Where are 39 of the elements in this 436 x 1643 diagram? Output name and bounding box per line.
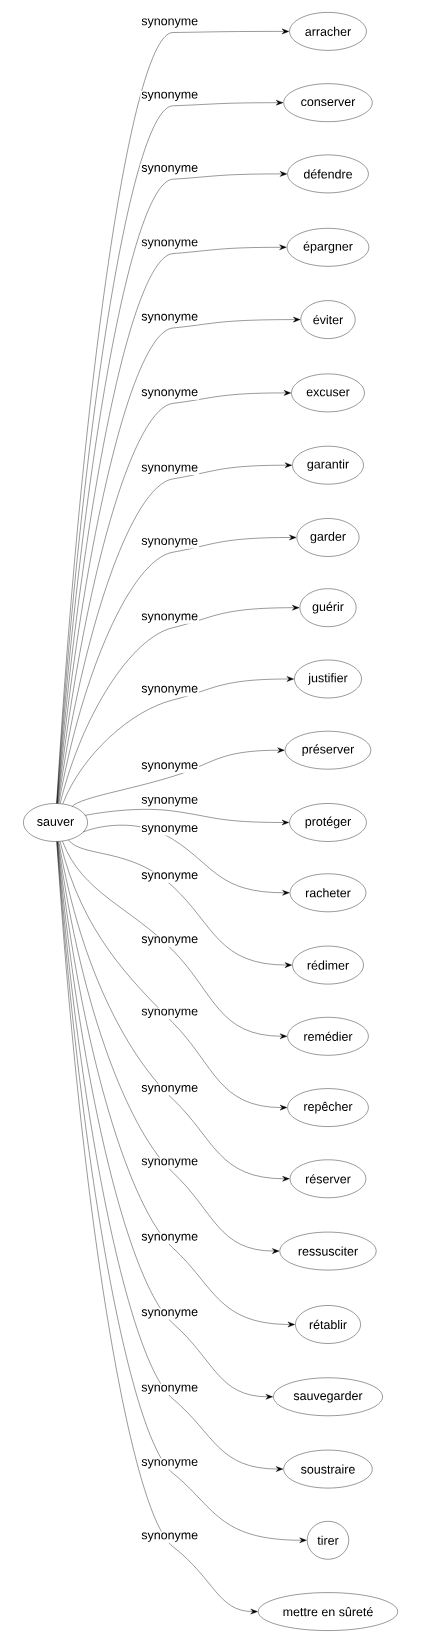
- edge-label: synonyme: [140, 312, 200, 325]
- edge-label: synonyme: [140, 1308, 200, 1320]
- arrow: [85, 809, 289, 826]
- arrow: [57, 841, 295, 1328]
- arrow: [62, 841, 288, 1040]
- edge-label: synonyme: [140, 164, 200, 176]
- arrow: [72, 747, 285, 807]
- arrow: [62, 676, 294, 804]
- edge-label: synonyme: [140, 537, 200, 549]
- arrow: [58, 534, 297, 804]
- arrow: [83, 824, 290, 896]
- arrow: [57, 390, 291, 804]
- edge-label: synonyme: [140, 388, 200, 400]
- arrow: [59, 841, 288, 1111]
- edge-label: synonyme: [140, 1232, 200, 1245]
- edge-label: synonyme: [140, 17, 200, 29]
- edge-label: synonyme: [140, 795, 200, 808]
- arrow: [59, 604, 300, 804]
- edge-label: synonyme: [140, 871, 200, 883]
- edge-label: synonyme: [140, 684, 200, 697]
- edge-label: synonyme: [140, 463, 200, 476]
- edge-label: synonyme: [140, 1007, 200, 1019]
- arrow: [58, 841, 290, 1182]
- arrow: [56, 841, 258, 1615]
- arrow: [68, 839, 292, 968]
- edge-label: synonyme: [140, 824, 200, 836]
- edge-label: synonyme: [140, 90, 200, 103]
- edge-label: synonyme: [140, 935, 200, 947]
- edge-label: synonyme: [140, 1157, 200, 1169]
- edge-label: synonyme: [140, 238, 200, 250]
- arrow: [56, 841, 307, 1543]
- edge-label: synonyme: [140, 612, 200, 624]
- edge-label: synonyme: [140, 1531, 200, 1543]
- edge-label: synonyme: [140, 1084, 200, 1096]
- arrow: [57, 841, 280, 1254]
- edge-label: synonyme: [140, 1458, 200, 1470]
- edge-label: synonyme: [140, 761, 200, 773]
- arrow: [57, 462, 292, 804]
- edge-label: synonyme: [140, 1383, 200, 1395]
